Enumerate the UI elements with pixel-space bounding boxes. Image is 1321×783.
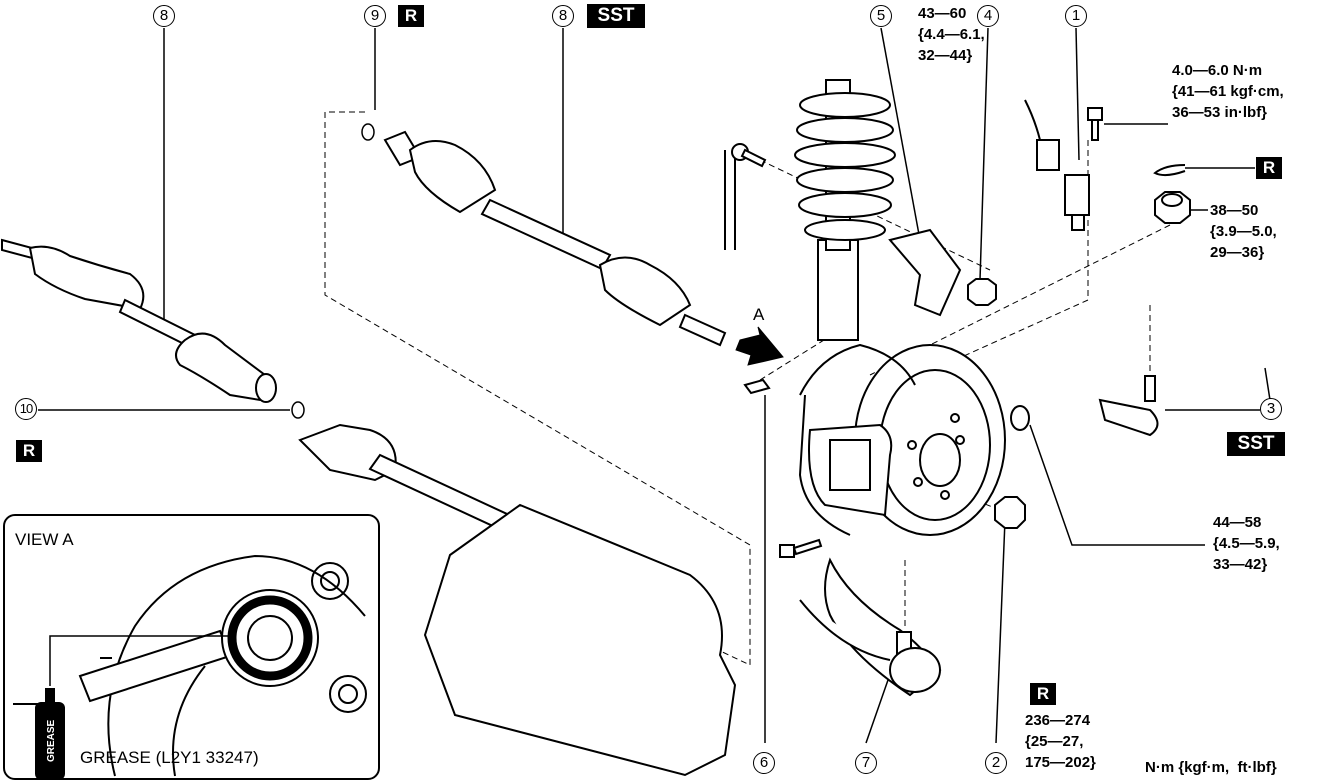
- sensor-bolt: [1087, 107, 1103, 141]
- replace-badge-10: R: [16, 440, 42, 462]
- brake-caliper: [808, 423, 893, 517]
- stabilizer-link: [724, 143, 767, 250]
- torque-spec-tie-rod-nut: 38—50 {3.9—5.0, 29—36}: [1210, 202, 1277, 261]
- strut-bracket-nut: [967, 278, 997, 306]
- sst-badge-3: SST: [1227, 432, 1285, 456]
- view-a-inset: GREASE VIEW A GREASE (L2Y1 33247): [3, 514, 380, 780]
- callout-1: 1: [1065, 5, 1087, 27]
- torque-spec-hub: 44—58 {4.5—5.9, 33—42}: [1213, 514, 1280, 573]
- callout-3: 3: [1260, 398, 1282, 420]
- hose-clip: [743, 378, 771, 395]
- view-a-drawing: GREASE: [13, 554, 367, 778]
- replace-badge-2: R: [1030, 683, 1056, 705]
- callout-10: 10: [15, 398, 37, 420]
- callout-6: 6: [753, 752, 775, 774]
- abs-sensor: [1024, 99, 1090, 231]
- callout-5: 5: [870, 5, 892, 27]
- callout-4: 4: [977, 5, 999, 27]
- abs-bracket: [888, 228, 962, 317]
- sst-badge-8: SST: [587, 4, 645, 28]
- torque-units-legend: N·m {kgf·m, ft·lbf}: [1145, 759, 1277, 776]
- hub-nut: [994, 496, 1026, 529]
- left-drive-shaft: [1, 238, 277, 403]
- knuckle-bolt: [779, 538, 823, 558]
- callout-8-left: 8: [153, 5, 175, 27]
- right-drive-shaft: [383, 130, 727, 347]
- callout-7: 7: [855, 752, 877, 774]
- callout-9: 9: [364, 5, 386, 27]
- hub-washer: [1010, 405, 1030, 431]
- brake-disc: [854, 344, 1006, 536]
- clip-9: [361, 123, 375, 141]
- clip-10: [291, 401, 305, 419]
- torque-spec-1: 4.0—6.0 N·m {41—61 kgf·cm, 36—53 in·lbf}: [1172, 62, 1284, 121]
- replace-badge-cotter-pin: R: [1256, 157, 1282, 179]
- joint-shaft: [298, 423, 522, 536]
- view-a-arrow: [735, 326, 784, 366]
- strut-assembly: [794, 79, 896, 341]
- grease-part-note: GREASE (L2Y1 33247): [80, 748, 259, 767]
- steering-knuckle: [798, 343, 916, 536]
- callout-8-right: 8: [552, 5, 574, 27]
- torque-spec-2: 236—274 {25—27, 175—202}: [1025, 712, 1096, 771]
- cotter-pin: [1153, 164, 1186, 177]
- view-a-label: A: [753, 305, 765, 324]
- tie-rod-nut: [1154, 191, 1191, 224]
- view-a-title: VIEW A: [15, 530, 74, 549]
- torque-spec-5: 43—60 {4.4—6.1, 32—44}: [918, 5, 985, 64]
- transaxle: [423, 503, 737, 777]
- grease-can-icon: GREASE: [35, 688, 65, 778]
- tie-rod-end: [1098, 375, 1159, 437]
- lower-arm: [799, 557, 942, 697]
- replace-badge-9: R: [398, 5, 424, 27]
- callout-2: 2: [985, 752, 1007, 774]
- grease-can-label: GREASE: [46, 719, 57, 762]
